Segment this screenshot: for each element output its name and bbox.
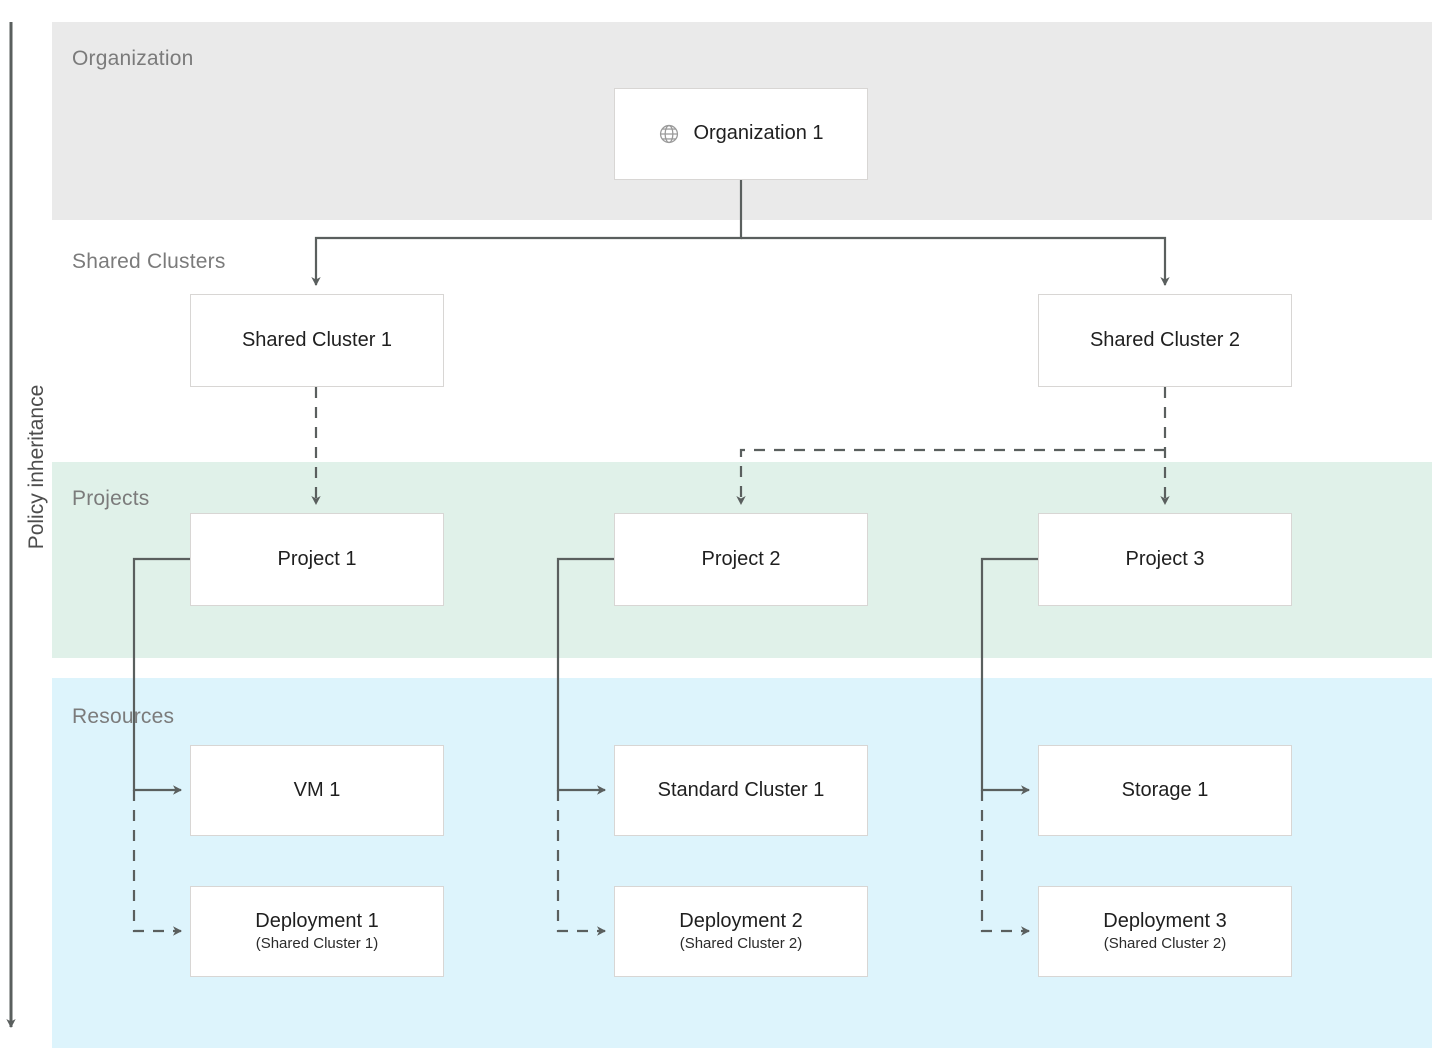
node-shared-cluster-2[interactable]: Shared Cluster 2 <box>1038 294 1292 387</box>
band-resources <box>52 678 1432 1048</box>
node-storage-1[interactable]: Storage 1 <box>1038 745 1292 836</box>
node-deployment-1[interactable]: Deployment 1 (Shared Cluster 1) <box>190 886 444 977</box>
node-deployment-3[interactable]: Deployment 3 (Shared Cluster 2) <box>1038 886 1292 977</box>
node-project-1[interactable]: Project 1 <box>190 513 444 606</box>
band-label-resources: Resources <box>72 705 175 728</box>
node-label: VM 1 <box>293 778 341 801</box>
node-label: Project 3 <box>1125 547 1205 570</box>
node-deployment-2[interactable]: Deployment 2 (Shared Cluster 2) <box>614 886 868 977</box>
node-label: Standard Cluster 1 <box>657 778 825 801</box>
node-organization-1[interactable]: Organization 1 <box>614 88 868 180</box>
edge-org-to-shared-cluster-2 <box>741 236 1170 286</box>
node-label: Shared Cluster 2 <box>1089 328 1241 351</box>
globe-icon <box>658 123 680 145</box>
node-label: Deployment 3 <box>1103 910 1227 933</box>
node-sublabel: (Shared Cluster 2) <box>1103 934 1227 952</box>
node-vm-1[interactable]: VM 1 <box>190 745 444 836</box>
band-label-organization: Organization <box>72 47 194 70</box>
node-project-3[interactable]: Project 3 <box>1038 513 1292 606</box>
node-sublabel: (Shared Cluster 1) <box>255 934 379 952</box>
band-label-projects: Projects <box>72 487 150 510</box>
node-label: Shared Cluster 1 <box>241 328 393 351</box>
node-label: Project 2 <box>701 547 781 570</box>
node-sublabel: (Shared Cluster 2) <box>679 934 803 952</box>
node-label: Organization 1 <box>693 122 824 145</box>
node-label: Project 1 <box>277 547 357 570</box>
node-label: Deployment 2 <box>679 910 803 933</box>
band-label-shared-clusters: Shared Clusters <box>72 250 226 273</box>
node-standard-cluster-1[interactable]: Standard Cluster 1 <box>614 745 868 836</box>
node-label: Deployment 1 <box>255 910 379 933</box>
node-project-2[interactable]: Project 2 <box>614 513 868 606</box>
policy-inheritance-label: Policy inheritance <box>25 384 48 550</box>
node-shared-cluster-1[interactable]: Shared Cluster 1 <box>190 294 444 387</box>
node-label: Storage 1 <box>1121 778 1209 801</box>
